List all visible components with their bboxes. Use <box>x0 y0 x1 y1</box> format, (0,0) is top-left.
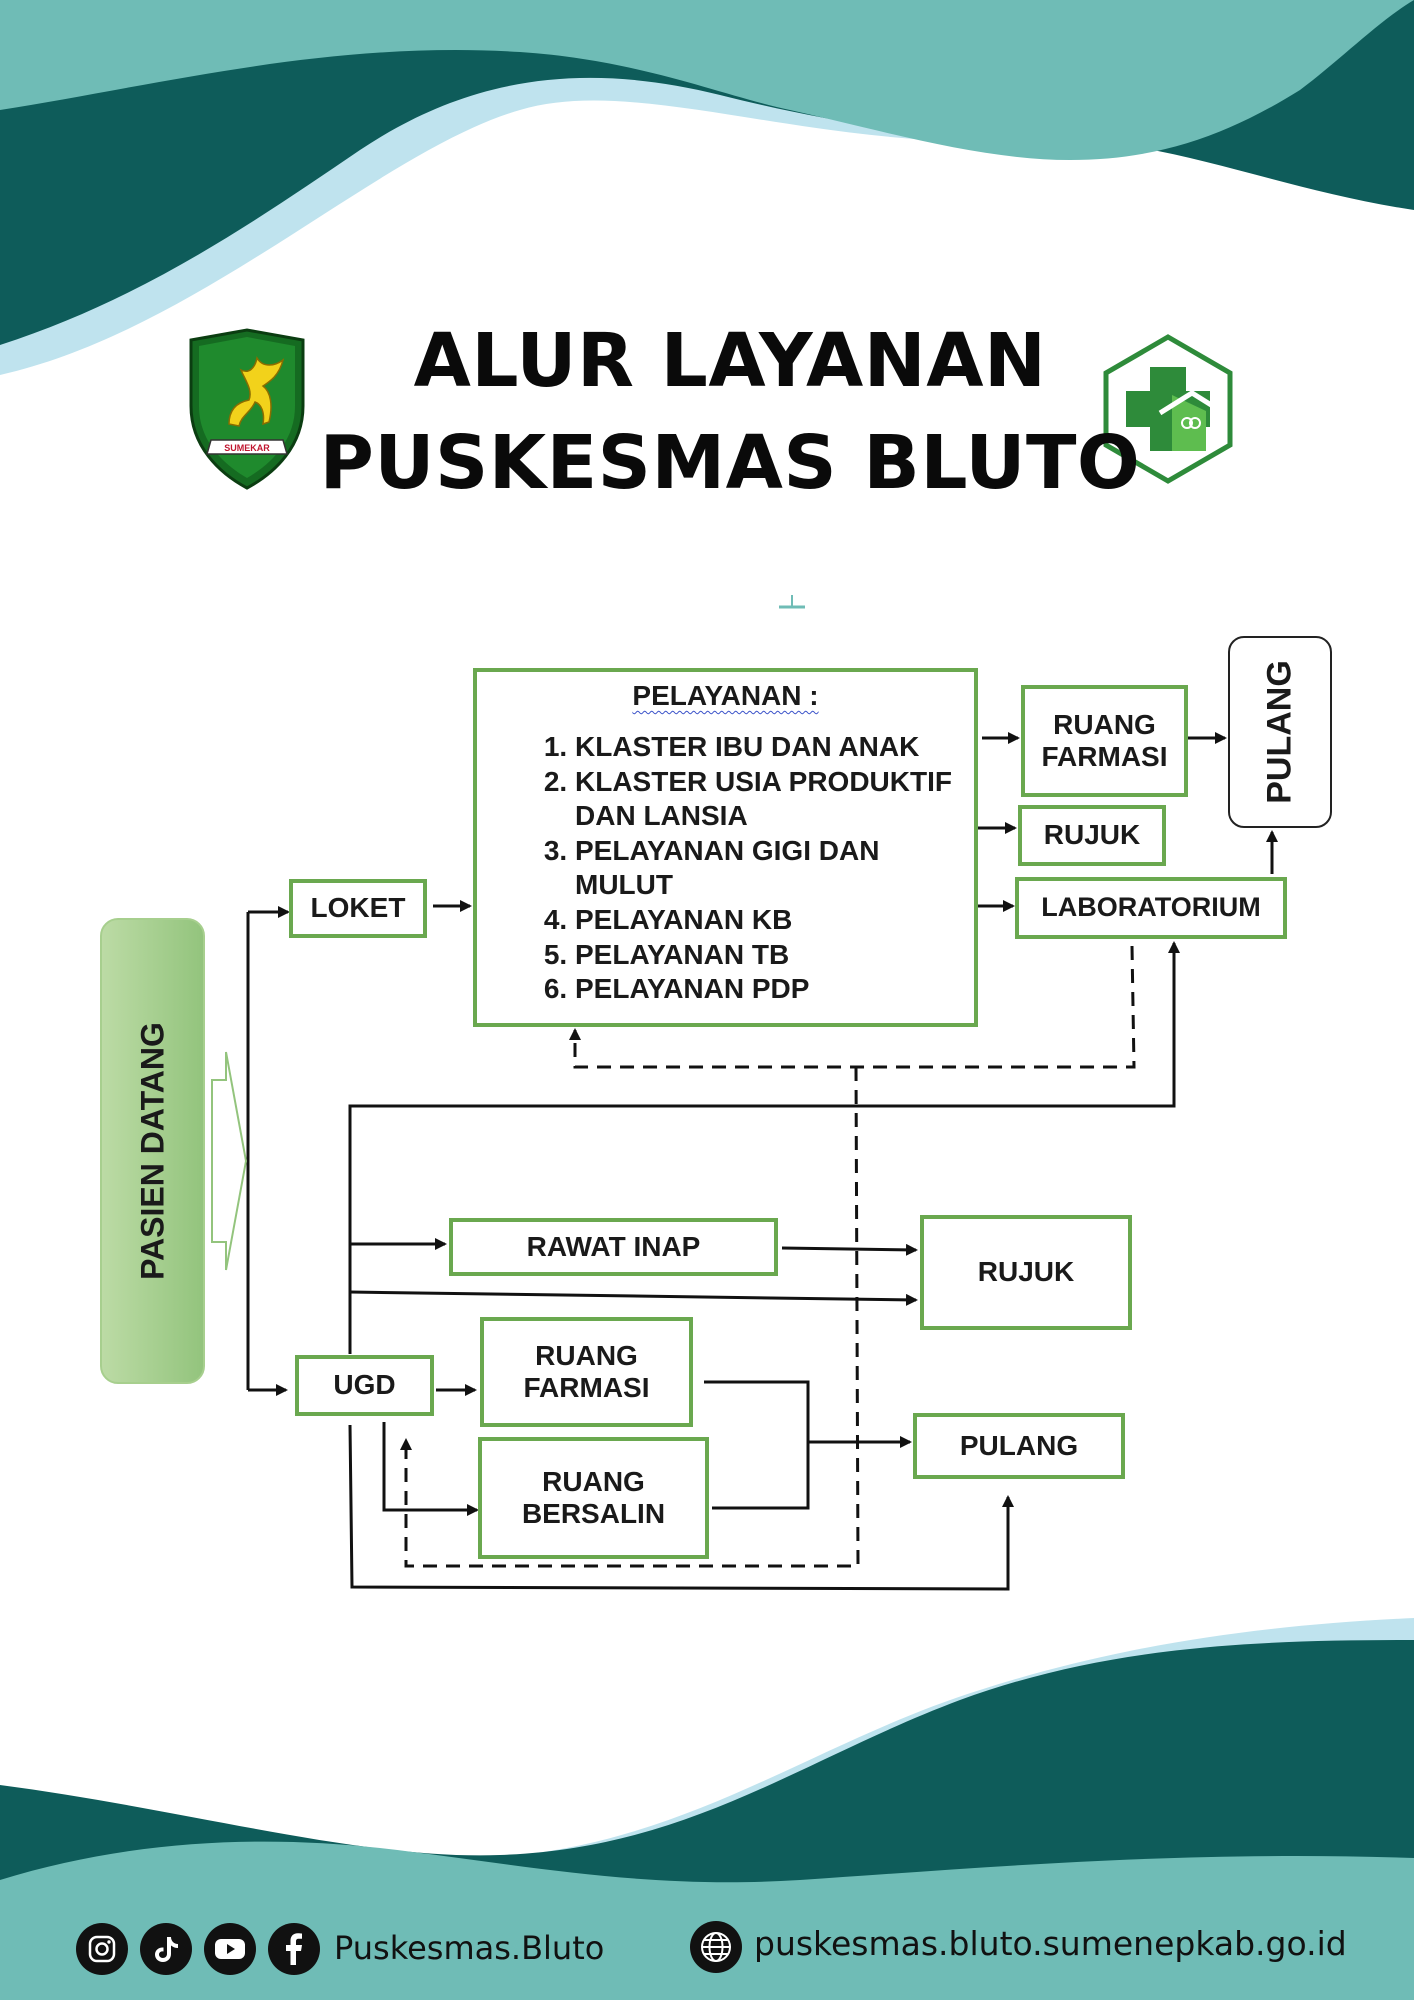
pulang-top-label: PULANG <box>1260 660 1299 804</box>
pasien-arrow-icon <box>211 1051 248 1271</box>
ugd-box: UGD <box>295 1355 434 1416</box>
tiktok-icon[interactable] <box>140 1923 192 1975</box>
website-link[interactable]: puskesmas.bluto.sumenepkab.go.id <box>754 1924 1347 1963</box>
pulang-bottom-box: PULANG <box>913 1413 1125 1479</box>
ruang-farmasi-bottom-box: RUANG FARMASI <box>480 1317 693 1427</box>
pulang-top-box: PULANG <box>1228 636 1332 828</box>
dashed-lab-pelayanan <box>569 945 1136 1069</box>
pelayanan-box: PELAYANAN : KLASTER IBU DAN ANAK KLASTER… <box>473 668 978 1027</box>
facebook-icon[interactable] <box>268 1923 320 1975</box>
instagram-icon[interactable] <box>76 1923 128 1975</box>
arrow-ugd-bersalin <box>382 1422 479 1516</box>
pasien-datang-box: PASIEN DATANG <box>100 918 205 1384</box>
dashed-mid-to-ugd <box>400 1066 860 1568</box>
title-line-1: ALUR LAYANAN <box>413 318 1047 404</box>
puskesmas-logo <box>1103 334 1233 484</box>
bottom-wave-light <box>0 1841 1414 2000</box>
pelayanan-item: PELAYANAN PDP <box>575 972 974 1007</box>
rujuk-mid-box: RUJUK <box>920 1215 1132 1330</box>
pelayanan-list: KLASTER IBU DAN ANAK KLASTER USIA PRODUK… <box>535 730 974 1007</box>
arrow-ugd-pulang <box>348 1424 1014 1591</box>
pelayanan-item: PELAYANAN KB <box>575 903 974 938</box>
ruang-farmasi-top-box: RUANG FARMASI <box>1021 685 1188 797</box>
sumenep-shield-logo: SUMEKAR <box>189 328 305 490</box>
small-mark-icon <box>779 595 805 609</box>
pelayanan-item: PELAYANAN TB <box>575 938 974 973</box>
laboratorium-box: LABORATORIUM <box>1015 877 1287 939</box>
pasien-datang-label: PASIEN DATANG <box>134 1022 170 1280</box>
rujuk-top-box: RUJUK <box>1018 805 1166 866</box>
rawat-inap-box: RAWAT INAP <box>449 1218 778 1276</box>
arrow-rawat-rujuk <box>781 1243 918 1256</box>
arrow-ugd-lab <box>348 941 1180 1354</box>
ruang-bersalin-box: RUANG BERSALIN <box>478 1437 709 1559</box>
top-wave-light <box>0 0 1414 160</box>
pelayanan-item: PELAYANAN GIGI DAN MULUT <box>575 834 974 903</box>
loket-box: LOKET <box>289 879 427 938</box>
social-handle[interactable]: Puskesmas.Bluto <box>334 1929 605 1967</box>
youtube-icon[interactable] <box>204 1923 256 1975</box>
pelayanan-heading: PELAYANAN : <box>632 680 819 711</box>
pelayanan-item: KLASTER USIA PRODUKTIF DAN LANSIA <box>575 765 974 834</box>
arrow-to-rujuk-mid <box>349 1290 918 1306</box>
title-line-2: PUSKESMAS BLUTO <box>319 420 1141 506</box>
shield-ribbon-text: SUMEKAR <box>224 443 270 453</box>
globe-icon <box>690 1921 742 1973</box>
pelayanan-item: KLASTER IBU DAN ANAK <box>575 730 974 765</box>
